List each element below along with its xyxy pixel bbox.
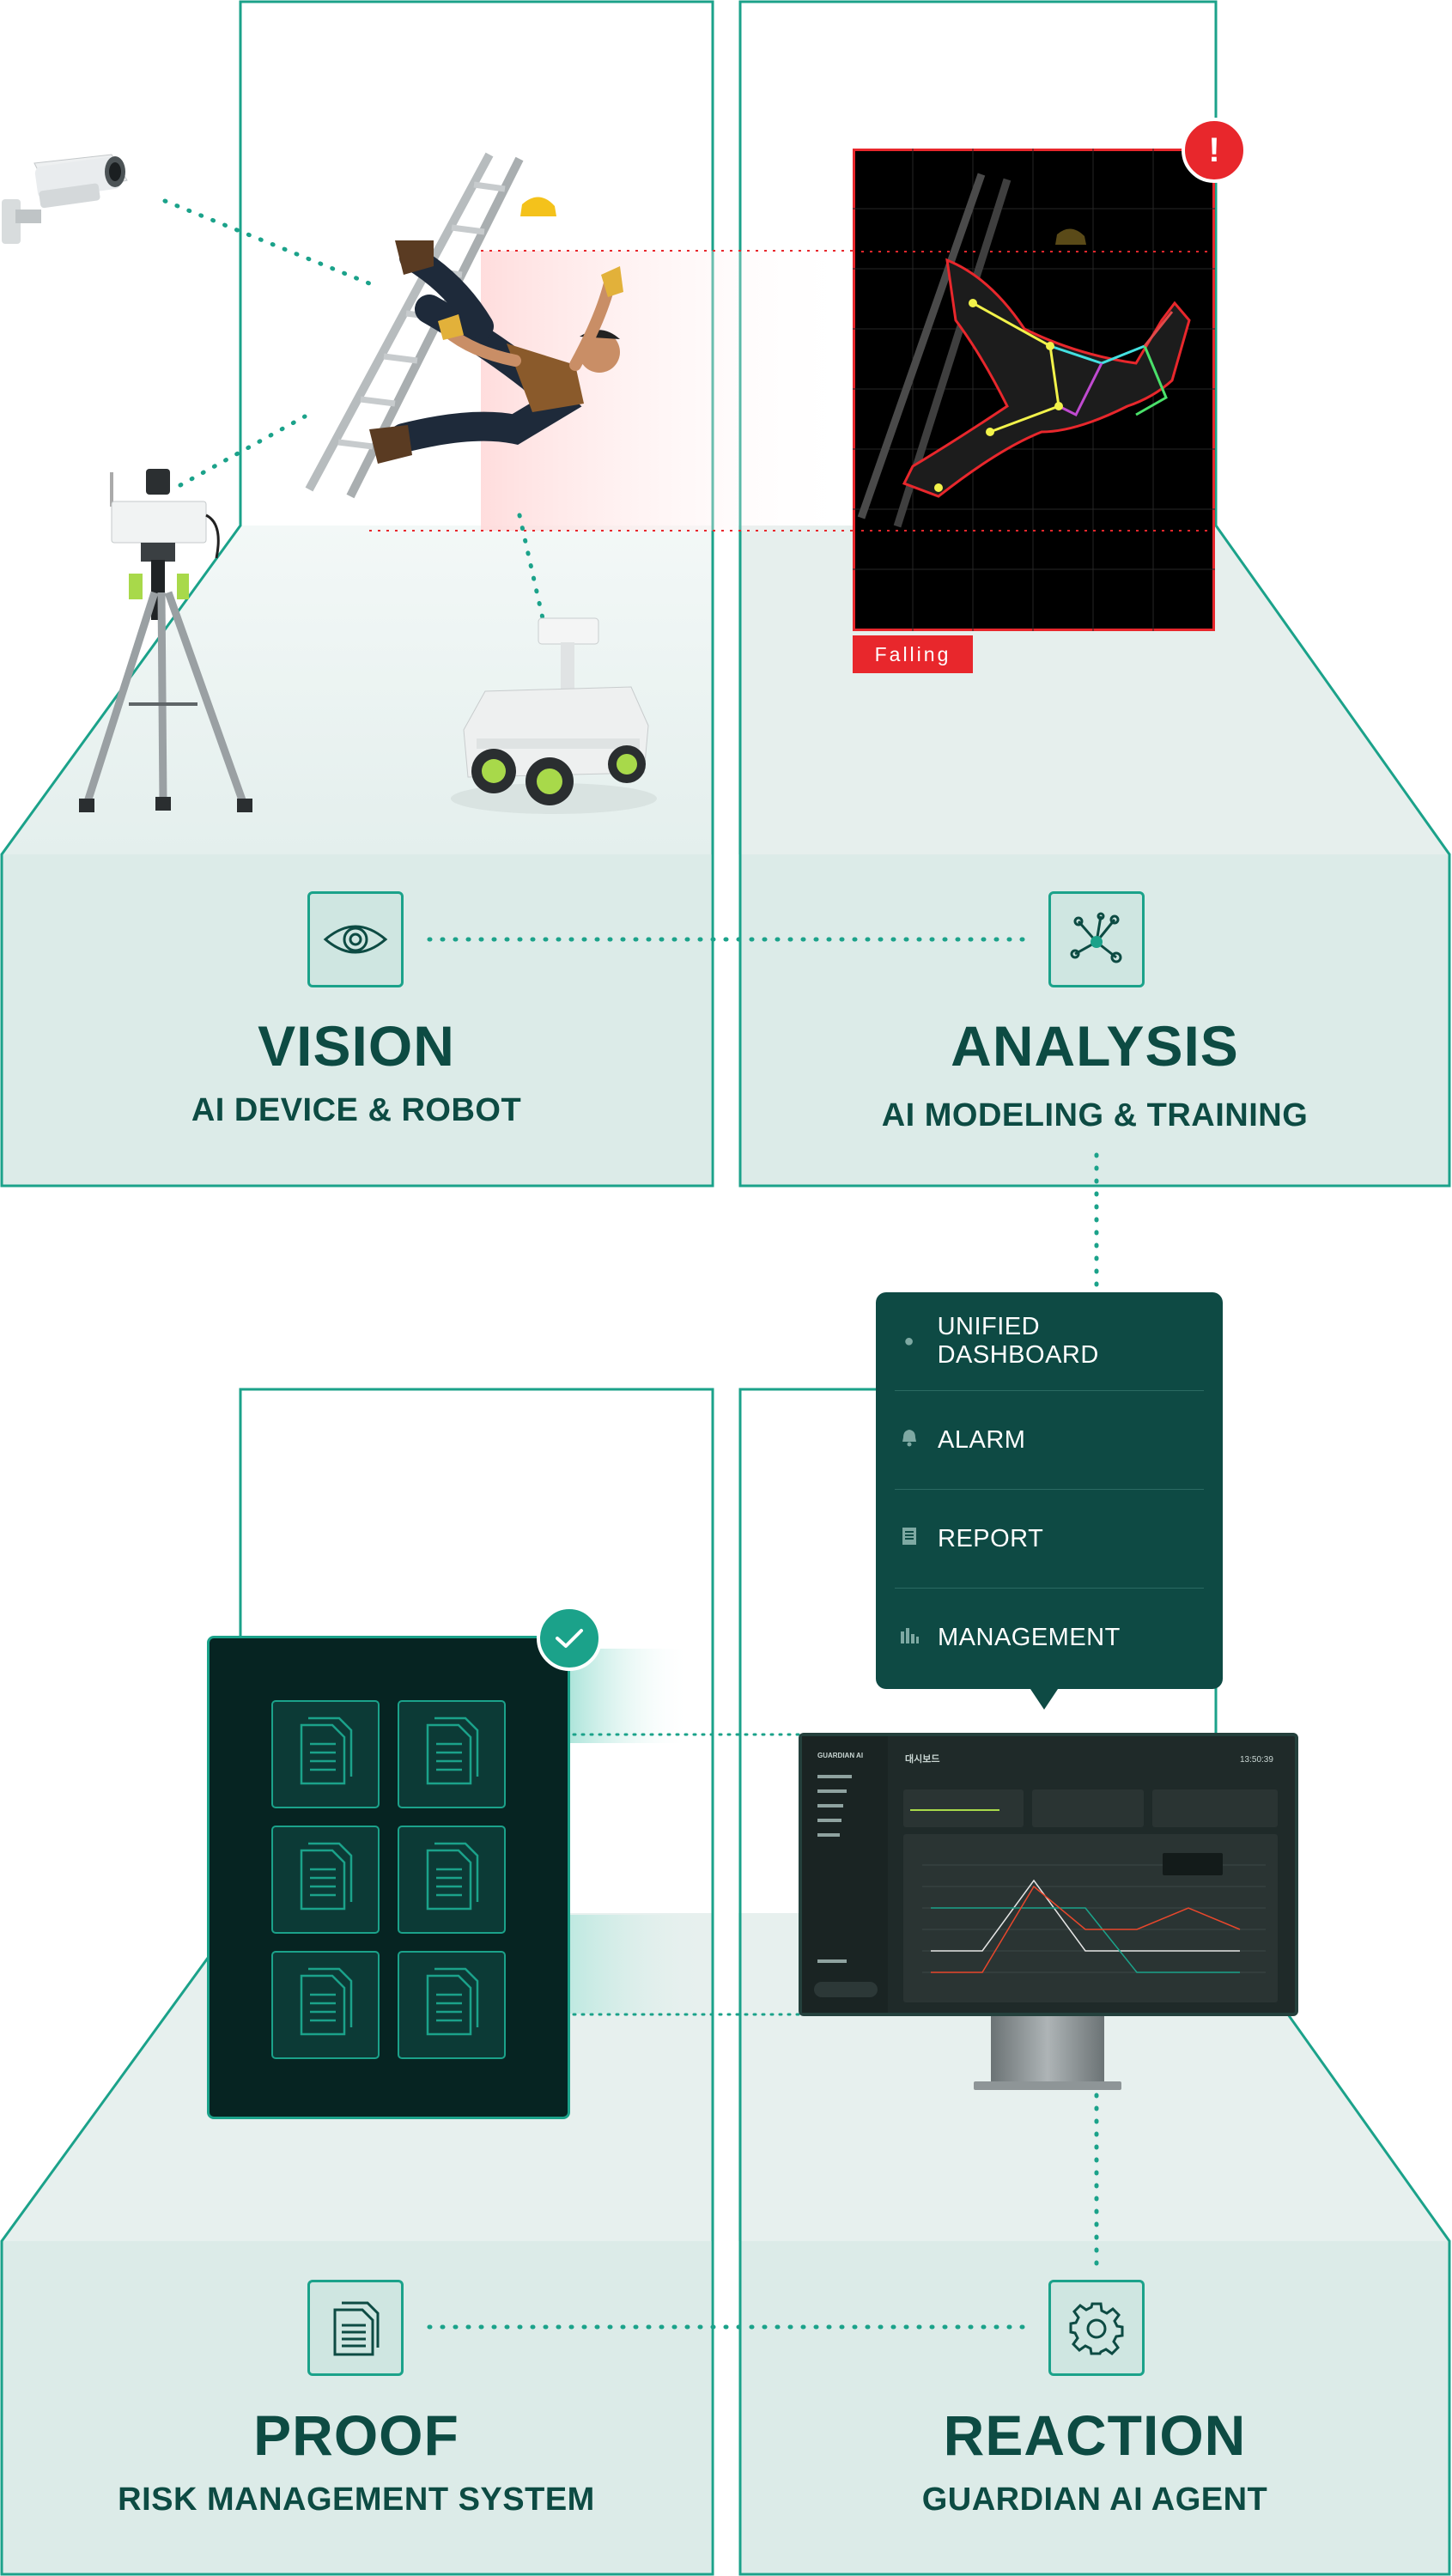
bar-chart-icon xyxy=(900,1626,919,1649)
dashboard-brand: GUARDIAN AI xyxy=(817,1752,863,1759)
gear-icon xyxy=(1069,2302,1124,2355)
falling-label: Falling xyxy=(853,635,973,673)
document-icon xyxy=(333,2301,380,2356)
proof-icon-box xyxy=(307,2280,404,2376)
menu-item-label: UNIFIED DASHBOARD xyxy=(937,1313,1099,1369)
vision-title: VISION xyxy=(258,1014,455,1078)
dashboard-monitor: GUARDIAN AI 대시보드 13:50:39 xyxy=(799,1733,1298,2016)
monitor-stand xyxy=(991,2016,1104,2085)
menu-item-label: REPORT xyxy=(938,1524,1044,1552)
dashboard-time: 13:50:39 xyxy=(1240,1755,1273,1765)
falling-worker-illustration xyxy=(305,152,623,499)
vision-subtitle: AI DEVICE & ROBOT xyxy=(191,1092,522,1128)
tripod-device-illustration xyxy=(79,469,252,812)
menu-item-label: MANAGEMENT xyxy=(938,1623,1121,1651)
dot-icon: ● xyxy=(903,1331,915,1351)
reaction-icon-box xyxy=(1048,2280,1145,2376)
feature-menu: ● UNIFIED DASHBOARD ALARM REPORT MANAGEM… xyxy=(876,1292,1223,1710)
alert-icon: ! xyxy=(1182,118,1247,183)
analysis-title: ANALYSIS xyxy=(951,1014,1239,1078)
vision-icon-box xyxy=(307,891,404,987)
menu-item-label: ALARM xyxy=(938,1425,1026,1454)
dashboard-page-title: 대시보드 xyxy=(905,1753,939,1765)
detection-screen xyxy=(853,149,1215,631)
eye-icon xyxy=(323,925,388,954)
reaction-title: REACTION xyxy=(943,2403,1247,2467)
bell-icon xyxy=(900,1428,919,1452)
robot-illustration xyxy=(451,617,657,814)
dashboard-screen: GUARDIAN AI 대시보드 13:50:39 xyxy=(802,1736,1278,2013)
report-icon xyxy=(900,1527,919,1551)
reaction-subtitle: GUARDIAN AI AGENT xyxy=(921,2482,1268,2518)
proof-title: PROOF xyxy=(253,2403,459,2467)
menu-item-alarm[interactable]: ALARM xyxy=(895,1391,1204,1490)
analysis-icon-box xyxy=(1048,891,1145,987)
network-icon xyxy=(1070,912,1122,963)
menu-item-report[interactable]: REPORT xyxy=(895,1490,1204,1589)
monitor-base xyxy=(974,2081,1121,2090)
menu-item-unified-dashboard[interactable]: ● UNIFIED DASHBOARD xyxy=(895,1292,1204,1391)
document-grid xyxy=(271,1700,506,2059)
cctv-camera-illustration xyxy=(2,154,128,244)
check-icon xyxy=(537,1606,602,1671)
proof-subtitle: RISK MANAGEMENT SYSTEM xyxy=(118,2482,595,2518)
menu-item-management[interactable]: MANAGEMENT xyxy=(895,1589,1204,1686)
proof-tablet xyxy=(207,1636,570,2119)
analysis-subtitle: AI MODELING & TRAINING xyxy=(881,1097,1309,1133)
